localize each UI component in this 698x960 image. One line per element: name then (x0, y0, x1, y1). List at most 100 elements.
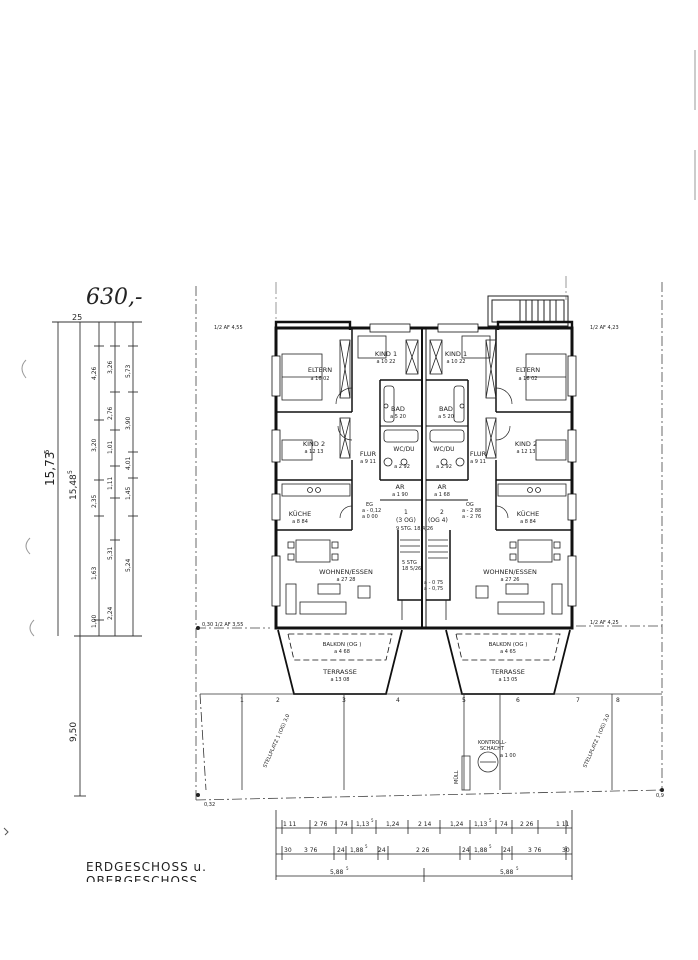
svg-text:1,13: 1,13 (474, 821, 488, 828)
kontrollschacht-label: KONTROLL- (478, 740, 507, 746)
svg-text:a 4 65: a 4 65 (500, 649, 516, 655)
level-mid-left: 0,30 1/2 AF 3,55 (202, 622, 243, 628)
windows (271, 323, 577, 607)
wardrobes (339, 339, 497, 459)
svg-text:1,13: 1,13 (356, 821, 370, 828)
svg-text:1,24: 1,24 (450, 821, 464, 828)
room-kueche-right: KÜCHE (517, 509, 539, 518)
caption-line-1: ERDGESCHOSS u. (86, 860, 207, 874)
grid-markers: 1 2 3 4 5 6 7 8 (240, 697, 620, 704)
bathroom-fixtures (383, 385, 465, 467)
svg-text:5: 5 (371, 818, 374, 823)
svg-text:OG: OG (466, 502, 474, 508)
room-kind2-right: KIND 2 (515, 440, 537, 448)
depth-total-label: 9,50 (69, 722, 79, 742)
svg-text:5: 5 (489, 844, 492, 849)
svg-text:a 5 20: a 5 20 (390, 414, 406, 420)
svg-text:EG: EG (366, 502, 373, 508)
kontrollschacht-value: a 1 00 (500, 753, 516, 759)
svg-text:(3 OG): (3 OG) (396, 517, 416, 524)
room-labels: ELTERN a 16 02 KIND 1 a 10 22 KIND 1 a 1… (289, 350, 540, 683)
svg-text:15,73: 15,73 (43, 452, 57, 486)
svg-text:1,45: 1,45 (125, 486, 132, 500)
svg-text:9,50: 9,50 (69, 722, 79, 742)
svg-text:2 76: 2 76 (314, 821, 328, 828)
svg-text:a - 2 88: a - 2 88 (462, 508, 481, 514)
svg-text:5 STG: 5 STG (402, 560, 417, 566)
svg-text:3,26: 3,26 (107, 360, 114, 374)
svg-text:3 76: 3 76 (528, 847, 542, 854)
dim-top: 25 (72, 313, 82, 322)
room-eltern-left: ELTERN (308, 366, 332, 374)
svg-text:a 2 92: a 2 92 (436, 464, 452, 470)
svg-text:8: 8 (616, 697, 620, 704)
svg-text:30: 30 (562, 847, 570, 854)
kitchen-counters (281, 483, 567, 497)
vertical-dims-col3: 5,73 3,90 4,01 1,45 5,24 (125, 364, 132, 572)
stellplatz-right-label: STELLPLATZ 1 (OG) 3,0 (582, 713, 611, 768)
svg-text:5,24: 5,24 (125, 558, 132, 572)
room-kind2-left: KIND 2 (303, 440, 325, 448)
svg-text:24: 24 (378, 847, 386, 854)
svg-text:a 8 84: a 8 84 (292, 519, 308, 525)
svg-text:a 9 11: a 9 11 (360, 459, 376, 465)
svg-text:1,88: 1,88 (474, 847, 488, 854)
room-wc-right: WC/DU (433, 446, 454, 453)
svg-text:4,26: 4,26 (91, 366, 98, 380)
svg-text:1,88: 1,88 (350, 847, 364, 854)
level-bottom-right: 0,9 (656, 793, 664, 799)
door-swings (335, 387, 513, 519)
svg-text:5: 5 (67, 470, 74, 474)
svg-text:a 10 22: a 10 22 (447, 359, 466, 365)
svg-text:a 12 13: a 12 13 (517, 449, 536, 455)
room-wc-left: WC/DU (393, 446, 414, 453)
svg-text:3,90: 3,90 (125, 416, 132, 430)
stair-annotations: EG a - 0,12 a 0 00 OG a - 2 88 a - 2 76 … (362, 502, 481, 592)
svg-text:5: 5 (516, 866, 519, 871)
svg-text:a - 0,75: a - 0,75 (424, 586, 443, 592)
room-bad-right: BAD (439, 405, 453, 413)
stellplatz-left-label: STELLPLATZ 1 (OG) 3,0 (262, 713, 291, 768)
svg-text:a 13 05: a 13 05 (499, 677, 518, 683)
level-top: 1/2 AF 4,55 (214, 325, 243, 331)
svg-text:2 26: 2 26 (520, 821, 534, 828)
svg-text:a - 0 75: a - 0 75 (424, 580, 443, 586)
svg-text:a 16 02: a 16 02 (519, 376, 538, 382)
room-terrasse-right: TERRASSE (490, 668, 525, 676)
svg-text:1: 1 (240, 697, 244, 704)
svg-text:24: 24 (503, 847, 511, 854)
svg-text:2 14: 2 14 (418, 821, 432, 828)
svg-text:5,88: 5,88 (330, 869, 344, 876)
svg-text:2,76: 2,76 (107, 406, 114, 420)
beds (281, 335, 567, 461)
room-bad-left: BAD (391, 405, 405, 413)
svg-text:6: 6 (516, 697, 520, 704)
vertical-dims-col2: 3,26 2,76 1,01 1,11 5,31 2,24 (107, 360, 114, 620)
room-kind1-left: KIND 1 (375, 350, 397, 358)
room-kind1-right: KIND 1 (445, 350, 467, 358)
vertical-dimensions (52, 321, 142, 797)
svg-text:a 9 11: a 9 11 (470, 459, 486, 465)
svg-text:2 26: 2 26 (416, 847, 430, 854)
svg-text:3 76: 3 76 (304, 847, 318, 854)
level-bottom-left: 0,32 (204, 802, 215, 808)
scan-artifacts (3, 50, 696, 836)
svg-text:a 0 00: a 0 00 (362, 514, 378, 520)
svg-text:1,00: 1,00 (91, 614, 98, 628)
svg-text:15,48: 15,48 (69, 474, 79, 500)
room-ar-left: AR (396, 483, 405, 491)
svg-text:24: 24 (337, 847, 345, 854)
height-total-label: 15,73 5 (43, 450, 57, 486)
level-marker (660, 788, 664, 792)
svg-text:a 16 02: a 16 02 (311, 376, 330, 382)
svg-text:2: 2 (276, 697, 280, 704)
svg-text:7: 7 (576, 697, 580, 704)
svg-text:a 2 92: a 2 92 (394, 464, 410, 470)
property-boundary (195, 282, 663, 801)
svg-text:2,35: 2,35 (91, 494, 98, 508)
svg-text:a 8 84: a 8 84 (520, 519, 536, 525)
svg-text:24: 24 (462, 847, 470, 854)
room-ar-right: AR (438, 483, 447, 491)
bottom-dims-row1: 1 11 2 76 74 1,135 1,24 2 14 1,24 1,135 … (283, 818, 570, 828)
